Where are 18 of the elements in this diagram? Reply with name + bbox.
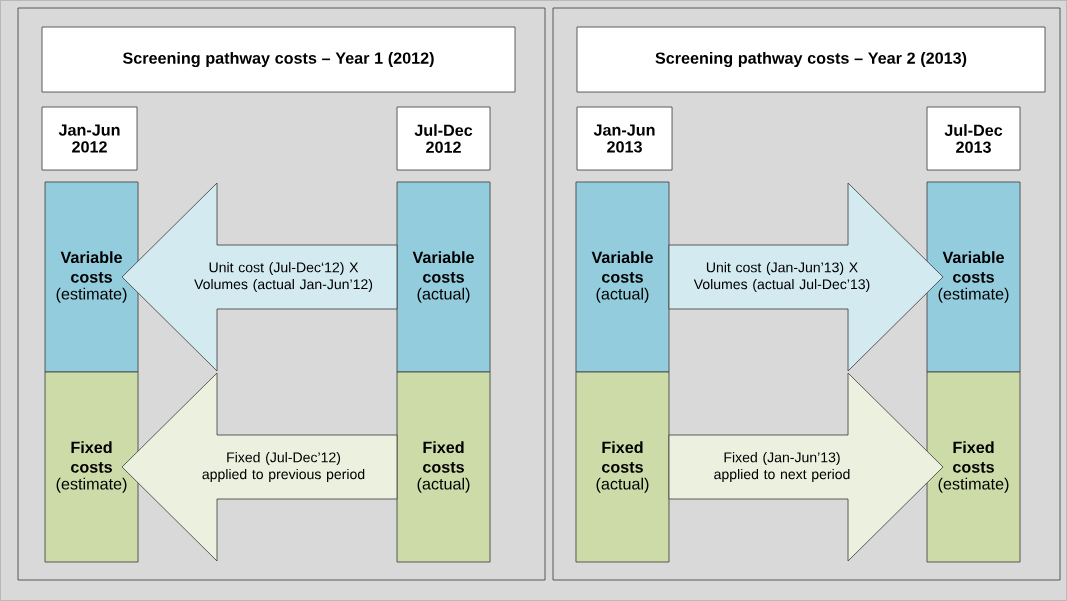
edge-label: Unit cost (Jul-Dec‘12) X Volumes (actual Jan-Jun’12) (194, 262, 373, 292)
edge-label: Fixed (Jul-Dec’12) applied to previous period (202, 452, 365, 482)
cost-box: Variable costs (actual) (396, 181, 491, 373)
cost-box: Fixed costs (actual) (396, 371, 491, 563)
cost-box: Variable costs (estimate) (926, 181, 1021, 373)
period-box: Jul-Dec 2013 (926, 106, 1021, 171)
title-box: Screening pathway costs – Year 2 (2013) (576, 26, 1046, 93)
cost-box: Fixed costs (actual) (575, 371, 670, 563)
cost-box: Variable costs (estimate) (44, 181, 139, 373)
edge-label: Fixed (Jan-Jun’13) applied to next period (714, 452, 850, 482)
cost-box: Fixed costs (estimate) (926, 371, 1021, 563)
title-box: Screening pathway costs – Year 1 (2012) (41, 26, 516, 93)
period-box: Jan-Jun 2013 (576, 106, 673, 171)
period-box: Jan-Jun 2012 (41, 106, 138, 171)
period-box: Jul-Dec 2012 (396, 106, 491, 171)
cost-box: Variable costs (actual) (575, 181, 670, 373)
edge-label: Unit cost (Jan-Jun’13) X Volumes (actual Jul-Dec’13) (693, 262, 870, 292)
cost-box: Fixed costs (estimate) (44, 371, 139, 563)
